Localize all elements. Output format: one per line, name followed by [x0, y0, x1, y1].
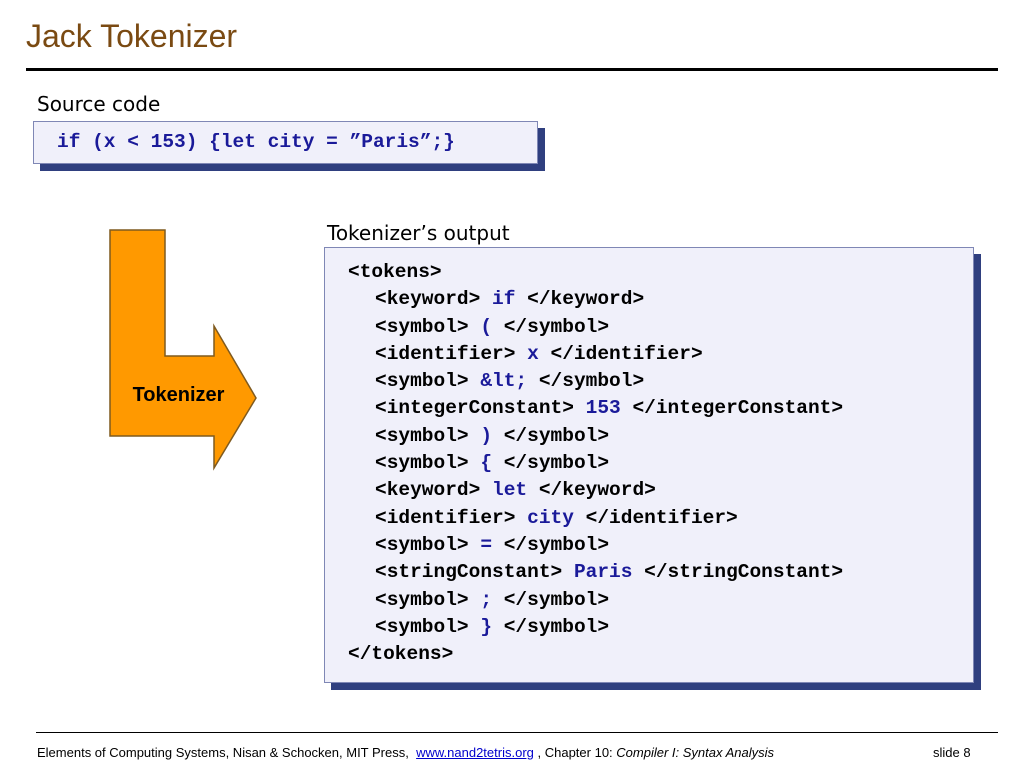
- token-line: <identifier> city </identifier>: [348, 505, 843, 532]
- tokenizer-arrow-icon: [109, 229, 257, 471]
- tokenizer-label: Tokenizer: [132, 384, 225, 406]
- token-open-tag: <keyword>: [375, 288, 493, 311]
- token-open-tag: <symbol>: [375, 315, 481, 338]
- token-close-tag: </symbol>: [492, 452, 610, 475]
- token-value: ): [480, 424, 493, 447]
- token-value: (: [480, 315, 493, 338]
- token-open-tag: <symbol>: [375, 424, 481, 447]
- token-open-tag: <symbol>: [375, 452, 481, 475]
- footer-citation: Elements of Computing Systems, Nisan & S…: [37, 745, 774, 760]
- title-divider: [26, 68, 998, 71]
- token-line: <symbol> &lt; </symbol>: [348, 368, 843, 395]
- token-value: ;: [480, 588, 493, 611]
- token-value: Paris: [573, 561, 633, 584]
- token-line: <keyword> let </keyword>: [348, 477, 843, 504]
- token-value: let: [492, 479, 528, 502]
- token-open-tag: <identifier>: [375, 506, 528, 529]
- token-value: {: [480, 452, 493, 475]
- token-open-tag: <symbol>: [375, 588, 481, 611]
- token-value: }: [480, 615, 493, 638]
- token-close-tag: </symbol>: [492, 533, 610, 556]
- token-close-tag: </integerConstant>: [620, 397, 844, 420]
- token-line: <symbol> ) </symbol>: [348, 423, 843, 450]
- token-line: <symbol> { </symbol>: [348, 450, 843, 477]
- token-open-tag: <stringConstant>: [375, 561, 574, 584]
- token-close-tag: </identifier>: [538, 342, 703, 365]
- slide-number: slide 8: [933, 745, 971, 760]
- token-open-tag: </tokens>: [348, 643, 454, 666]
- token-line: <symbol> ; </symbol>: [348, 587, 843, 614]
- token-open-tag: <symbol>: [375, 370, 481, 393]
- token-close-tag: </symbol>: [492, 315, 610, 338]
- token-line: <keyword> if </keyword>: [348, 286, 843, 313]
- footer-chapter-title: Compiler I: Syntax Analysis: [616, 745, 775, 760]
- tokenizer-output-label: Tokenizer’s output: [327, 221, 510, 245]
- token-open-tag: <integerConstant>: [375, 397, 586, 420]
- tokenizer-output-box: <tokens><keyword> if </keyword><symbol> …: [324, 247, 974, 683]
- token-value: =: [480, 533, 493, 556]
- token-close-tag: </keyword>: [527, 479, 656, 502]
- footer-text-middle: , Chapter 10:: [537, 745, 613, 760]
- token-line: <symbol> } </symbol>: [348, 614, 843, 641]
- token-line: <symbol> ( </symbol>: [348, 314, 843, 341]
- token-open-tag: <identifier>: [375, 342, 528, 365]
- source-code-box: if (x < 153) {let city = ”Paris”;}: [33, 121, 538, 164]
- source-code-text: if (x < 153) {let city = ”Paris”;}: [57, 131, 455, 153]
- token-value: if: [492, 288, 516, 311]
- token-close-tag: </symbol>: [492, 588, 610, 611]
- token-list: <tokens><keyword> if </keyword><symbol> …: [348, 259, 843, 668]
- token-close-tag: </symbol>: [527, 370, 645, 393]
- token-close-tag: </identifier>: [573, 506, 738, 529]
- source-code-label: Source code: [37, 92, 161, 116]
- footer-text-before: Elements of Computing Systems, Nisan & S…: [37, 745, 409, 760]
- footer-link[interactable]: www.nand2tetris.org: [416, 745, 534, 760]
- token-line: <identifier> x </identifier>: [348, 341, 843, 368]
- token-close-tag: </symbol>: [492, 615, 610, 638]
- token-open-tag: <tokens>: [348, 261, 442, 283]
- token-value: city: [527, 506, 574, 529]
- token-close-tag: </stringConstant>: [632, 561, 844, 584]
- token-line: <symbol> = </symbol>: [348, 532, 843, 559]
- footer-divider: [36, 732, 998, 733]
- token-line: <tokens>: [348, 259, 843, 286]
- token-open-tag: <symbol>: [375, 533, 481, 556]
- token-close-tag: </keyword>: [515, 288, 645, 311]
- token-value: 153: [585, 397, 621, 420]
- token-open-tag: <symbol>: [375, 615, 481, 638]
- token-open-tag: <keyword>: [375, 479, 493, 502]
- token-value: x: [527, 342, 539, 365]
- token-close-tag: </symbol>: [492, 424, 610, 447]
- token-value: &lt;: [480, 370, 528, 393]
- slide-title: Jack Tokenizer: [26, 18, 238, 54]
- token-line: <integerConstant> 153 </integerConstant>: [348, 395, 843, 422]
- token-line: <stringConstant> Paris </stringConstant>: [348, 559, 843, 586]
- token-line: </tokens>: [348, 641, 843, 668]
